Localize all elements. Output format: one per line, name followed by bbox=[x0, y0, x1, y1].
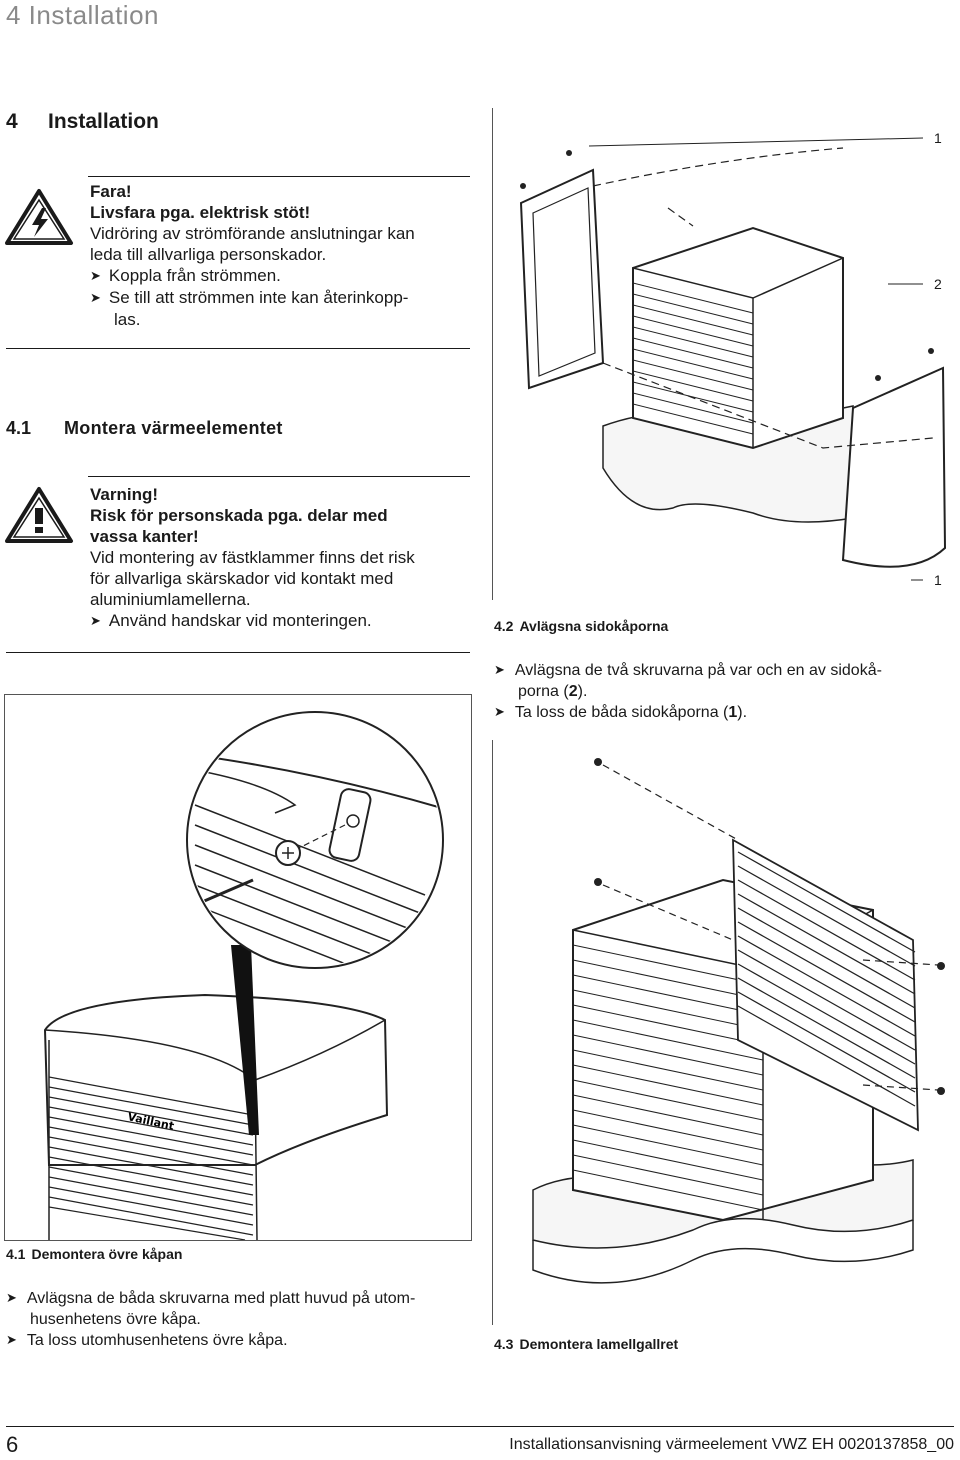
figure-caption-number: 4.2 bbox=[494, 618, 514, 634]
general-warning-icon bbox=[4, 486, 74, 549]
step-item: Ta loss utomhusenhetens övre kåpa. bbox=[6, 1330, 476, 1351]
electric-shock-warning-icon bbox=[4, 188, 74, 251]
danger-bullet: Se till att strömmen inte kan återinkopp… bbox=[90, 287, 480, 309]
subsection-number: 4.1 bbox=[6, 418, 32, 438]
step-continuation: porna (2). bbox=[494, 681, 954, 702]
danger-message: Fara! Livsfara pga. elektrisk stöt! Vidr… bbox=[90, 181, 480, 330]
callout-reference: 2 bbox=[568, 683, 578, 700]
footer-rule bbox=[6, 1426, 954, 1427]
step-continuation: husenhetens övre kåpa. bbox=[30, 1311, 201, 1328]
figure-caption-text: Demontera övre kåpan bbox=[31, 1246, 183, 1262]
section-number: 4 bbox=[6, 110, 18, 133]
step-list: Avlägsna de båda skruvarna med platt huv… bbox=[6, 1288, 476, 1351]
callout-1: 1 bbox=[934, 572, 942, 588]
figure-caption-number: 4.3 bbox=[494, 1336, 514, 1352]
step-item: Avlägsna de båda skruvarna med platt huv… bbox=[6, 1288, 476, 1309]
warning-subtitle: Risk för personskada pga. delar med bbox=[90, 506, 388, 525]
callout-1: 1 bbox=[934, 130, 942, 146]
warning-title: Varning! bbox=[90, 485, 159, 504]
figure-remove-louver-grille bbox=[492, 740, 955, 1325]
warning-bullet: Använd handskar vid monteringen. bbox=[90, 610, 480, 632]
running-header: 4 Installation bbox=[6, 0, 159, 30]
callout-2: 2 bbox=[934, 276, 942, 292]
danger-bullet: Koppla från strömmen. bbox=[90, 265, 480, 287]
step-text: Ta loss de båda sidokåporna ( bbox=[514, 704, 729, 721]
warning-bottom-rule bbox=[6, 652, 470, 653]
step-text: porna ( bbox=[518, 683, 569, 700]
danger-top-rule bbox=[88, 176, 470, 177]
section-title: 4 Installation bbox=[6, 110, 159, 134]
figure-caption: 4.2 Avlägsna sidokåporna bbox=[494, 618, 668, 634]
danger-text: Vidröring av strömförande anslutningar k… bbox=[90, 224, 415, 243]
figure-remove-side-covers bbox=[492, 108, 955, 600]
figure-caption: 4.3 Demontera lamellgallret bbox=[494, 1336, 678, 1352]
step-text: ). bbox=[577, 683, 588, 700]
danger-subtitle: Livsfara pga. elektrisk stöt! bbox=[90, 203, 311, 222]
danger-title: Fara! bbox=[90, 182, 132, 201]
figure-caption: 4.1 Demontera övre kåpan bbox=[6, 1246, 182, 1262]
footer-document-title: Installationsanvisning värmeelement VWZ … bbox=[509, 1436, 954, 1453]
danger-bottom-rule bbox=[6, 348, 470, 349]
warning-text: för allvarliga skärskador vid kontakt me… bbox=[90, 569, 394, 588]
step-list: Avlägsna de två skruvarna på var och en … bbox=[494, 660, 954, 723]
step-text: ). bbox=[737, 704, 748, 721]
section-title-text: Installation bbox=[48, 110, 159, 133]
figure-caption-text: Avlägsna sidokåporna bbox=[519, 618, 669, 634]
subsection-title-text: Montera värmeelementet bbox=[64, 418, 283, 438]
figure-caption-number: 4.1 bbox=[6, 1246, 26, 1262]
warning-message: Varning! Risk för personskada pga. delar… bbox=[90, 484, 480, 632]
step-item: Avlägsna de två skruvarna på var och en … bbox=[494, 660, 954, 681]
figure-remove-top-cover: Vaillant bbox=[4, 694, 472, 1241]
callout-reference: 1 bbox=[728, 704, 738, 721]
warning-top-rule bbox=[88, 476, 470, 477]
warning-text: Vid montering av fästklammer finns det r… bbox=[90, 548, 415, 567]
step-item: Ta loss de båda sidokåporna (1). bbox=[494, 702, 954, 723]
subsection-title: 4.1 Montera värmeelementet bbox=[6, 418, 283, 439]
danger-text: leda till allvarliga personskador. bbox=[90, 245, 327, 264]
danger-bullet-continuation: las. bbox=[114, 310, 141, 329]
page-number: 6 bbox=[6, 1432, 19, 1457]
warning-subtitle: vassa kanter! bbox=[90, 527, 199, 546]
figure-caption-text: Demontera lamellgallret bbox=[519, 1336, 679, 1352]
warning-text: aluminiumlamellerna. bbox=[90, 590, 251, 609]
